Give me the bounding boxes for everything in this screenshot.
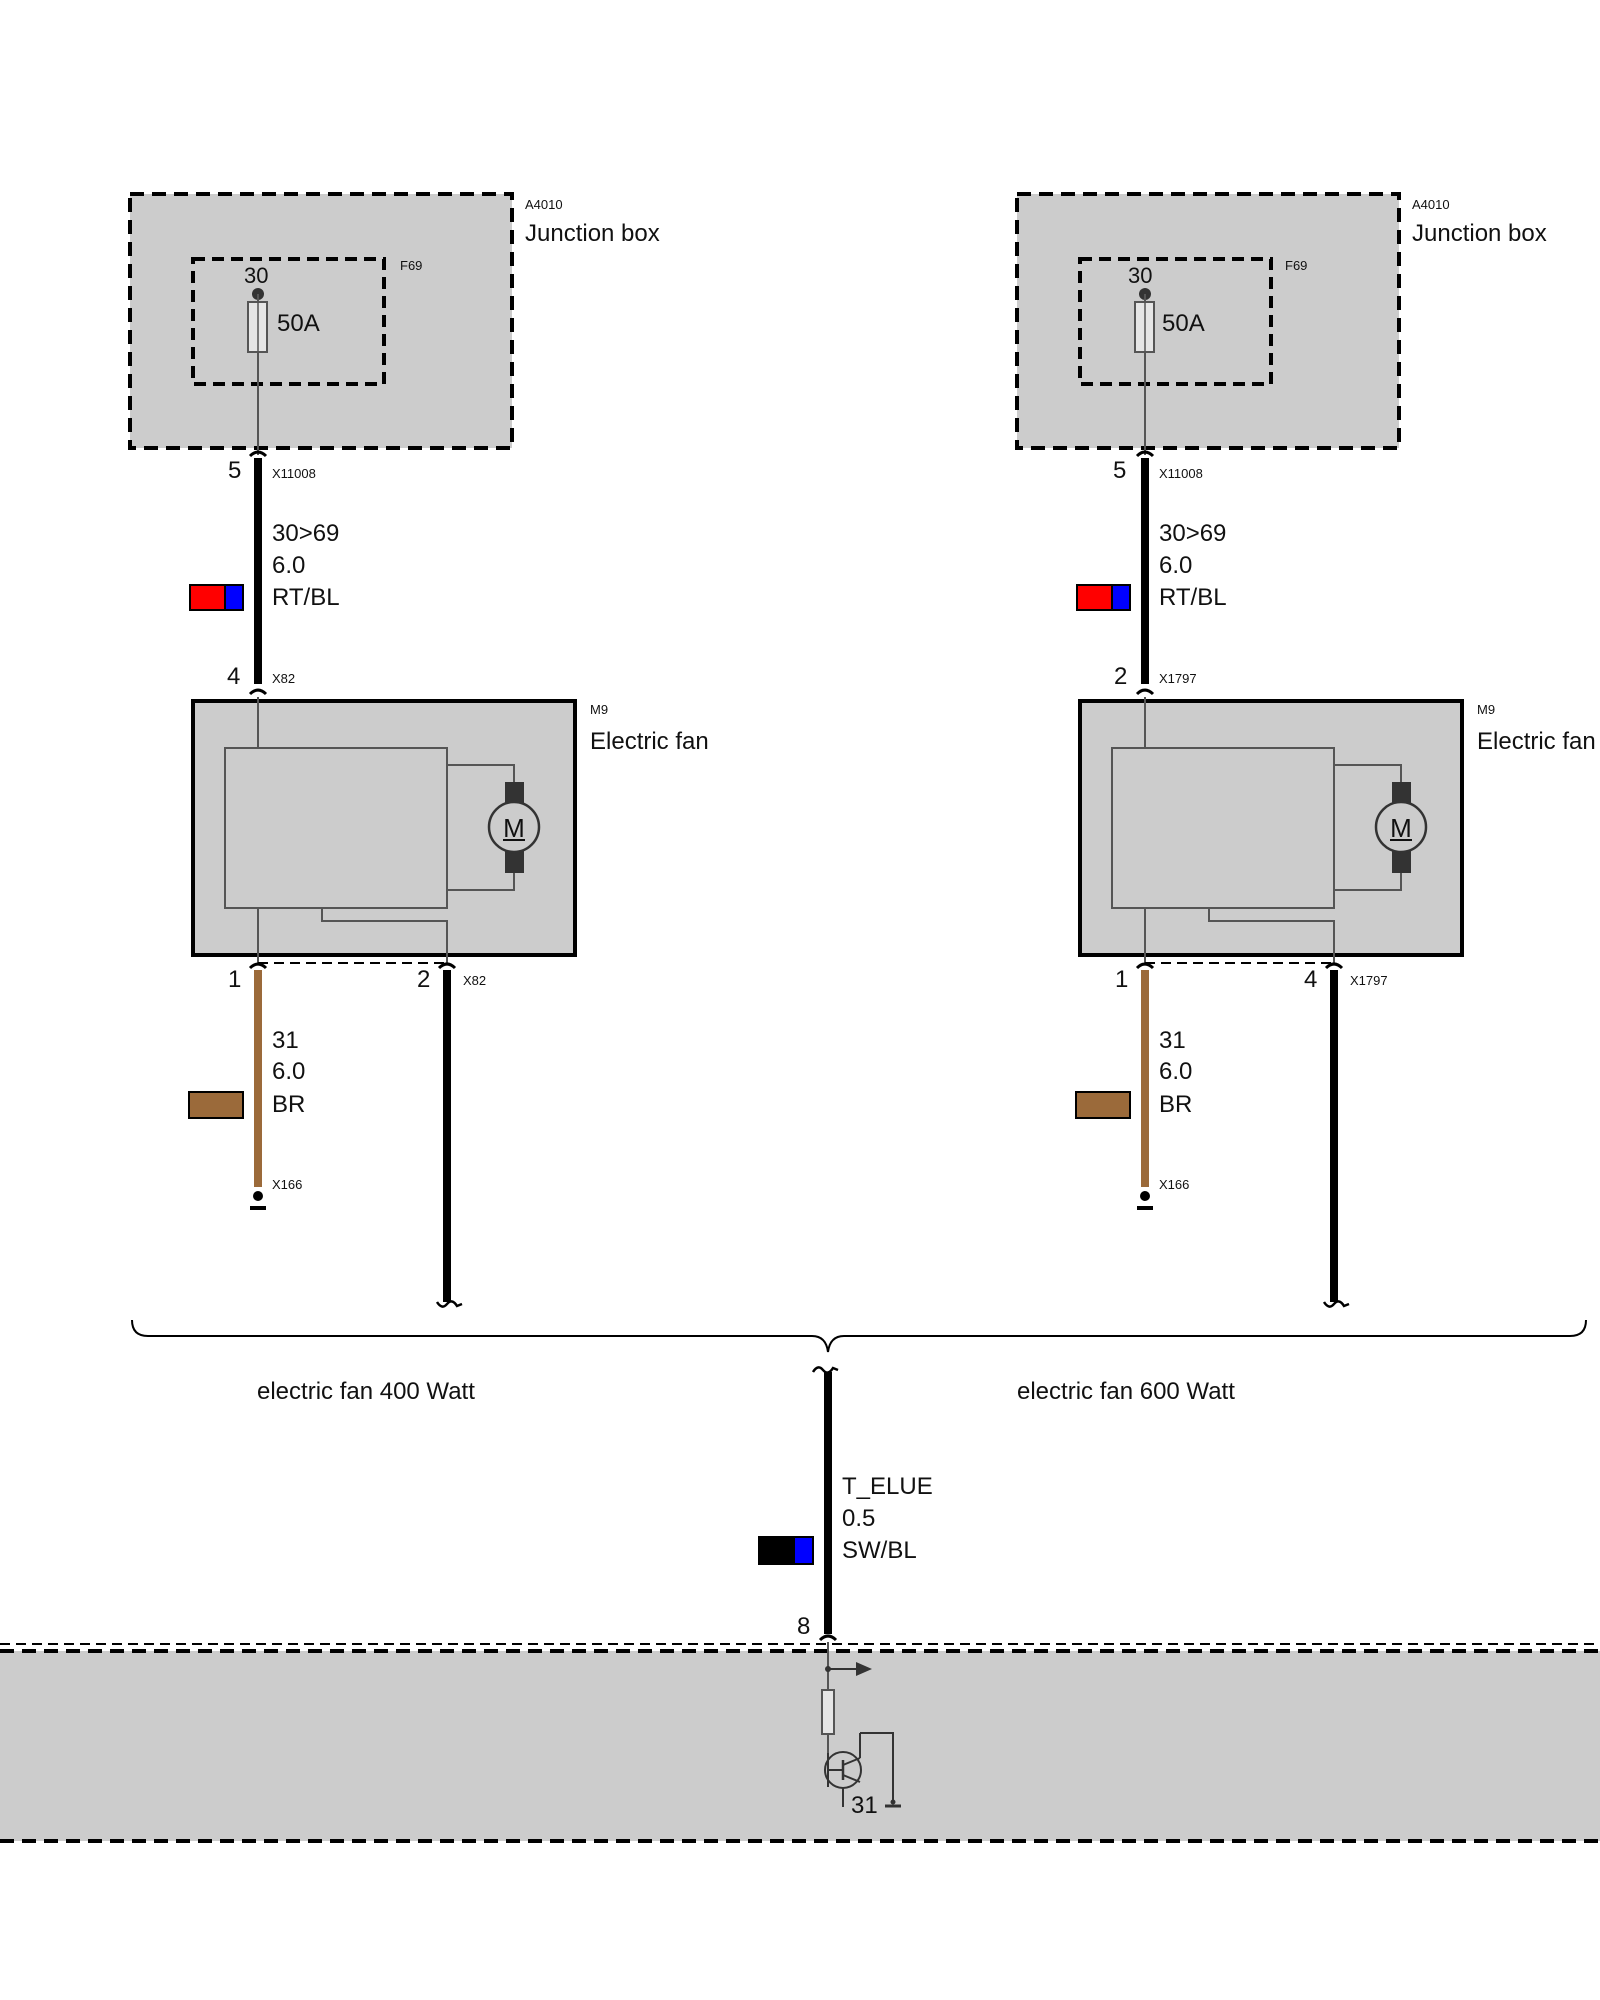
right-ground-point-icon xyxy=(1140,1191,1150,1201)
bottom-swatch-blue xyxy=(793,1536,814,1565)
left-fan-top-pin: 4 xyxy=(227,663,240,690)
signal-arrow-icon xyxy=(856,1662,872,1676)
right-fan-code: M9 xyxy=(1477,702,1495,717)
variant-brace xyxy=(131,1319,1587,1353)
right-ground-gauge: 6.0 xyxy=(1159,1058,1192,1085)
right-fan-top-pin: 2 xyxy=(1114,663,1127,690)
right-junction-code: A4010 xyxy=(1412,197,1450,212)
control-unit-box xyxy=(0,1651,1600,1841)
left-ground-pin: 1 xyxy=(228,966,241,993)
right-ground-circuit: 31 xyxy=(1159,1027,1186,1054)
left-fan-controller xyxy=(224,747,448,909)
right-branch: A4010 Junction box F69 30 50A 5 X11008 3… xyxy=(1015,192,1596,1405)
right-motor-symbol: M xyxy=(1390,813,1412,843)
bottom-pin: 8 xyxy=(797,1613,810,1640)
left-ground-swatch xyxy=(188,1091,244,1119)
left-fan-code: M9 xyxy=(590,702,608,717)
left-branch: A4010 Junction box F69 30 50A 5 X11008 3… xyxy=(128,192,709,1405)
right-supply-swatch-blue xyxy=(1111,584,1131,611)
left-supply-color: RT/BL xyxy=(272,584,340,611)
right-supply-gauge: 6.0 xyxy=(1159,552,1192,579)
right-fuse-terminal: 30 xyxy=(1128,263,1152,288)
left-fan-top-connector-icon xyxy=(248,688,268,696)
bottom-signal-circuit: T_ELUE xyxy=(842,1473,933,1500)
right-signal-pin: 4 xyxy=(1304,966,1317,993)
bottom-ground-label: 31 xyxy=(851,1792,878,1819)
left-fan-top-connector: X82 xyxy=(272,671,295,686)
right-fan-top-connector: X1797 xyxy=(1159,671,1197,686)
right-supply-circuit: 30>69 xyxy=(1159,520,1226,547)
bottom-section: T_ELUE 0.5 SW/BL 8 31 xyxy=(0,1366,1600,1843)
right-fuse-rating: 50A xyxy=(1162,310,1205,337)
right-top-connector: X11008 xyxy=(1159,466,1203,481)
left-top-connector-icon xyxy=(248,450,268,458)
right-junction-name: Junction box xyxy=(1412,220,1547,247)
left-fuse-terminal: 30 xyxy=(244,263,268,288)
right-fan-name: Electric fan xyxy=(1477,728,1596,755)
left-top-pin: 5 xyxy=(228,457,241,484)
right-top-pin: 5 xyxy=(1113,457,1126,484)
left-ground-circuit: 31 xyxy=(272,1027,299,1054)
left-fan-name: Electric fan xyxy=(590,728,709,755)
left-signal-pin: 2 xyxy=(417,966,430,993)
left-ground-gauge: 6.0 xyxy=(272,1058,305,1085)
right-fan-controller xyxy=(1111,747,1335,909)
left-motor-symbol: M xyxy=(503,813,525,843)
left-motor-icon xyxy=(487,800,541,854)
right-motor-icon xyxy=(1374,800,1428,854)
resistor-icon xyxy=(821,1689,835,1735)
left-junction-box xyxy=(128,192,514,450)
left-junction-name: Junction box xyxy=(525,220,660,247)
right-junction-box xyxy=(1015,192,1401,450)
left-ground-point-icon xyxy=(253,1191,263,1201)
right-fan-bottom-connector: X1797 xyxy=(1350,973,1388,988)
right-ground-pin: 1 xyxy=(1115,966,1128,993)
bottom-signal-gauge: 0.5 xyxy=(842,1505,875,1532)
left-top-connector: X11008 xyxy=(272,466,316,481)
right-supply-color: RT/BL xyxy=(1159,584,1227,611)
left-ground-color: BR xyxy=(272,1091,305,1118)
left-fan-bottom-connector: X82 xyxy=(463,973,486,988)
left-junction-code: A4010 xyxy=(525,197,563,212)
left-ground-point: X166 xyxy=(272,1177,302,1192)
right-supply-swatch-red xyxy=(1076,584,1113,611)
right-fuse-code: F69 xyxy=(1285,258,1307,273)
right-fuse-box xyxy=(1078,257,1273,386)
left-variant-label: electric fan 400 Watt xyxy=(257,1378,475,1405)
right-variant-label: electric fan 600 Watt xyxy=(1017,1378,1235,1405)
left-supply-swatch-red xyxy=(189,584,226,611)
bottom-signal-color: SW/BL xyxy=(842,1537,917,1564)
left-fuse-rating: 50A xyxy=(277,310,320,337)
right-ground-color: BR xyxy=(1159,1091,1192,1118)
right-ground-swatch xyxy=(1075,1091,1131,1119)
left-supply-circuit: 30>69 xyxy=(272,520,339,547)
right-fan-top-connector-icon xyxy=(1135,688,1155,696)
right-top-connector-icon xyxy=(1135,450,1155,458)
left-supply-gauge: 6.0 xyxy=(272,552,305,579)
bottom-swatch-black xyxy=(758,1536,795,1565)
left-supply-swatch-blue xyxy=(224,584,244,611)
left-fuse-box xyxy=(191,257,386,386)
left-fuse-code: F69 xyxy=(400,258,422,273)
right-ground-point: X166 xyxy=(1159,1177,1189,1192)
